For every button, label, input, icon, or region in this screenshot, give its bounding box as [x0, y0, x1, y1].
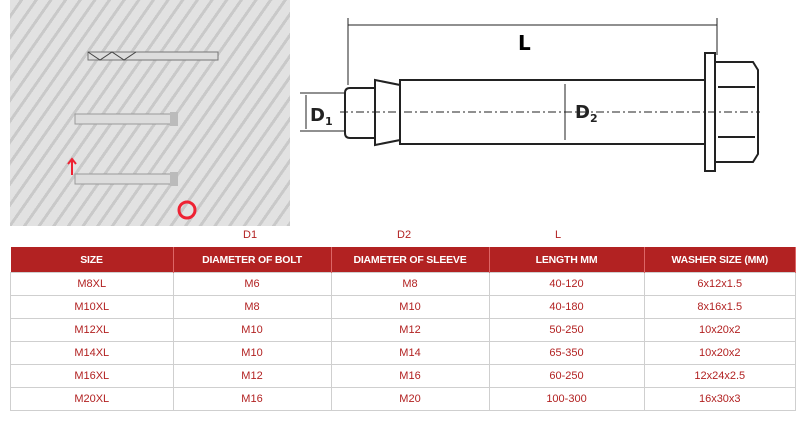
column-label-l: L [555, 229, 562, 241]
table-cell: M10 [330, 295, 490, 319]
bolt-drawing [300, 18, 760, 172]
table-cell: 10x20x2 [643, 318, 796, 342]
anchor-bolt-step2-icon [67, 157, 178, 186]
table-cell: 40-180 [488, 295, 645, 319]
anchor-bolt-step1-icon [74, 112, 178, 126]
svg-text:D1: D1 [310, 105, 333, 128]
table-cell: M10 [172, 318, 332, 342]
table-cell: M14XL [10, 341, 174, 365]
header-sleeve-diameter: DIAMETER OF SLEEVE [331, 247, 490, 273]
table-header-row: SIZE DIAMETER OF BOLT DIAMETER OF SLEEVE… [10, 247, 796, 273]
table-cell: M20XL [10, 387, 174, 411]
length-label: L [518, 31, 531, 55]
header-length: LENGTH MM [489, 247, 645, 273]
drill-bit-icon [87, 51, 219, 61]
d2-subscript: 2 [590, 112, 598, 125]
table-cell: 65-350 [488, 341, 645, 365]
table-cell: M20 [330, 387, 490, 411]
table-cell: M10XL [10, 295, 174, 319]
rotate-arrow-icon [177, 200, 197, 220]
d2-label: D [575, 102, 590, 123]
column-label-d2: D2 [397, 229, 412, 241]
table-cell: M12 [172, 364, 332, 388]
svg-text:D2: D2 [575, 102, 598, 125]
table-cell: M16 [172, 387, 332, 411]
header-bolt-diameter: DIAMETER OF BOLT [173, 247, 332, 273]
table-cell: M16 [330, 364, 490, 388]
table-cell: M8 [330, 272, 490, 296]
table-cell: M12XL [10, 318, 174, 342]
table-cell: 100-300 [488, 387, 645, 411]
table-cell: 10x20x2 [643, 341, 796, 365]
table-cell: 16x30x3 [643, 387, 796, 411]
header-size: SIZE [10, 247, 174, 273]
table-cell: M16XL [10, 364, 174, 388]
table-cell: M8 [172, 295, 332, 319]
specification-table: SIZE DIAMETER OF BOLT DIAMETER OF SLEEVE… [10, 247, 796, 411]
table-cell: M12 [330, 318, 490, 342]
table-cell: M6 [172, 272, 332, 296]
table-cell: 60-250 [488, 364, 645, 388]
table-cell: 12x24x2.5 [643, 364, 796, 388]
table-cell: 6x12x1.5 [643, 272, 796, 296]
installation-diagram: L D1 D2 [67, 18, 760, 220]
d1-label: D [310, 105, 325, 126]
table-cell: M10 [172, 341, 332, 365]
table-cell: 8x16x1.5 [643, 295, 796, 319]
d1-subscript: 1 [325, 115, 333, 128]
header-washer-size: WASHER SIZE (MM) [644, 247, 796, 273]
column-label-d1: D1 [243, 229, 258, 241]
table-cell: 50-250 [488, 318, 645, 342]
table-cell: 40-120 [488, 272, 645, 296]
wall-illustration [10, 0, 290, 226]
table-cell: M14 [330, 341, 490, 365]
table-cell: M8XL [10, 272, 174, 296]
